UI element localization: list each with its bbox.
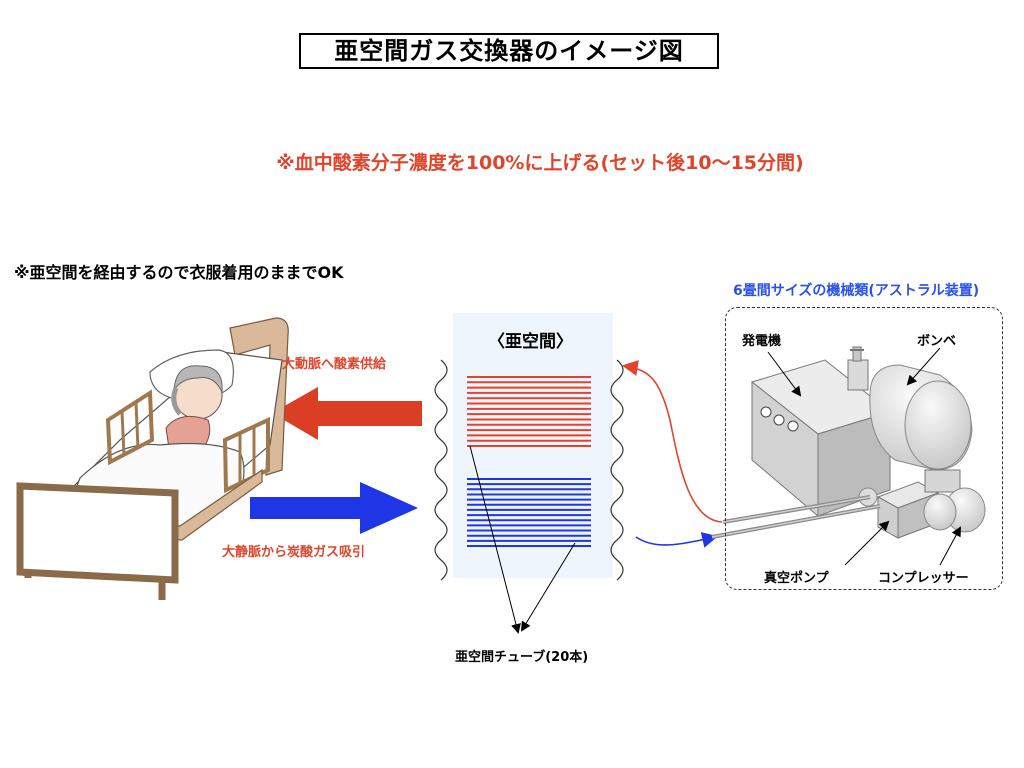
subtitle: ※血中酸素分子濃度を100%に上げる(セット後10〜15分間) bbox=[276, 152, 804, 174]
co2-intake-arrow bbox=[250, 482, 418, 534]
co2-return-line bbox=[635, 532, 719, 548]
tube-caption: 亜空間チューブ(20本) bbox=[455, 650, 589, 665]
page-title: 亜空間ガス交換器のイメージ図 bbox=[299, 33, 719, 69]
vacuum-pump-label: 真空ポンプ bbox=[764, 571, 829, 586]
cylinder-label: ボンベ bbox=[917, 334, 957, 349]
machine-illustration bbox=[711, 346, 986, 566]
wave-boundary-left bbox=[434, 359, 448, 581]
tube-pointer-right bbox=[520, 542, 576, 632]
machine-dashed-box bbox=[725, 307, 1003, 590]
blue-tube-lines bbox=[467, 478, 591, 547]
oxygen-supply-arrow bbox=[272, 387, 422, 440]
tube-pointer-left bbox=[469, 445, 521, 634]
generator-label: 発電機 bbox=[742, 334, 782, 349]
oxygen-supply-label: 大動脈へ酸素供給 bbox=[282, 357, 387, 372]
compressor-label: コンプレッサー bbox=[878, 571, 969, 586]
oxygen-feed-line bbox=[621, 360, 723, 523]
subspace-wavy-boundaries bbox=[434, 359, 624, 581]
red-tube-lines bbox=[467, 376, 591, 447]
wave-boundary-right bbox=[610, 359, 624, 581]
subspace-label: 〈亜空間〉 bbox=[488, 332, 573, 352]
clothing-note: ※亜空間を経由するので衣服着用のままでOK bbox=[14, 263, 344, 282]
machine-heading: 6畳間サイズの機械類(アストラル装置) bbox=[733, 283, 980, 299]
bed-illustration bbox=[16, 317, 289, 600]
co2-intake-label: 大静脈から炭酸ガス吸引 bbox=[222, 545, 366, 560]
